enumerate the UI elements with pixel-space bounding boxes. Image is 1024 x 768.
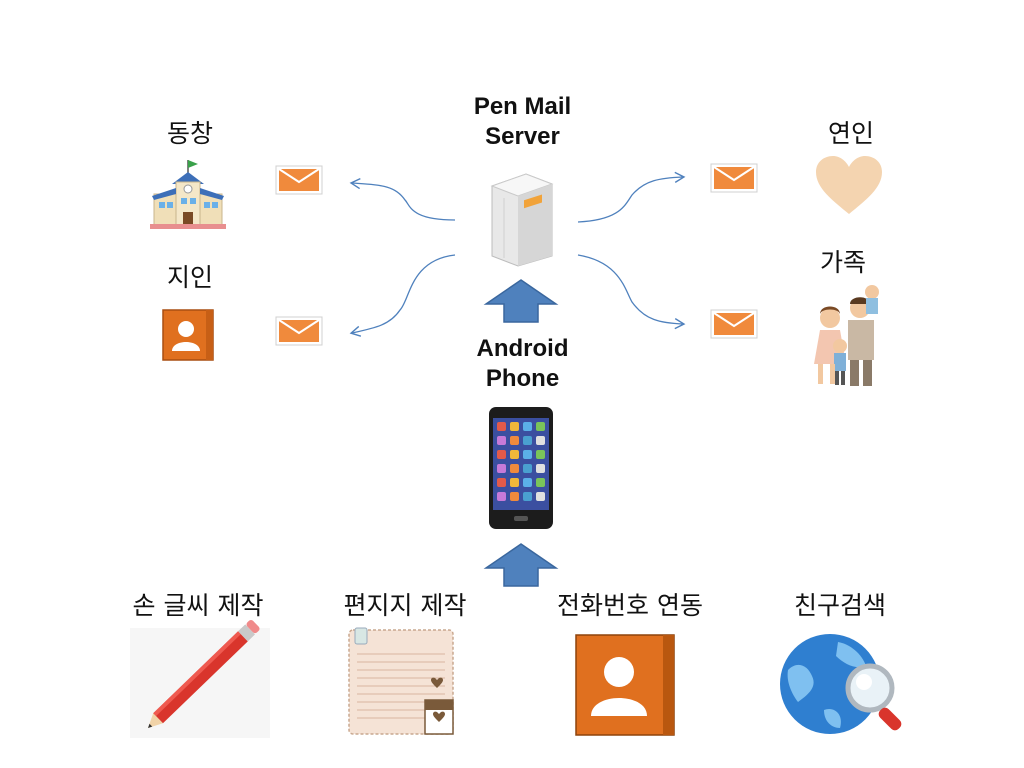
feature-label-stationery: 편지지 제작 <box>343 591 467 620</box>
app-tile-icon <box>523 492 532 501</box>
envelope-icon-classmates <box>275 165 323 195</box>
app-tile-icon <box>510 492 519 501</box>
app-tile-icon <box>523 422 532 431</box>
server-title-line1: Pen Mail <box>473 93 572 120</box>
envelope-icon-acquaintance <box>275 316 323 346</box>
app-tile-icon <box>510 450 519 459</box>
server-title: Pen Mail Server <box>440 92 605 152</box>
envelope-icon-lover <box>710 163 758 193</box>
app-tile-icon <box>497 422 506 431</box>
pencil-icon <box>130 620 270 738</box>
arrow-up-to-phone <box>483 543 559 587</box>
connector-to-lover <box>577 171 686 223</box>
recipient-label-family: 가족 <box>819 248 866 277</box>
connector-to-classmates <box>349 177 456 221</box>
connector-to-family <box>577 254 686 330</box>
android-phone-icon <box>489 407 553 529</box>
recipient-label-classmates: 동창 <box>166 119 213 148</box>
app-tile-icon <box>510 478 519 487</box>
phone-title-line2: Phone <box>485 365 560 392</box>
recipient-label-acquaintance: 지인 <box>166 263 213 292</box>
server-icon <box>490 173 554 267</box>
app-tile-icon <box>497 492 506 501</box>
feature-label-handwriting: 손 글씨 제작 <box>132 591 264 620</box>
app-tile-icon <box>536 436 545 445</box>
server-title-line2: Server <box>485 123 560 150</box>
connector-to-acquaintance <box>349 254 456 337</box>
heart-icon <box>816 156 882 214</box>
feature-label-friend-search: 친구검색 <box>793 591 886 620</box>
school-icon <box>150 160 226 229</box>
friend-search-icon <box>780 634 902 734</box>
app-tile-icon <box>497 436 506 445</box>
phone-title-line1: Android <box>476 335 569 362</box>
phonebook-icon <box>575 634 675 736</box>
app-tile-icon <box>536 478 545 487</box>
contact-icon <box>162 309 214 361</box>
app-tile-icon <box>523 450 532 459</box>
app-tile-icon <box>523 436 532 445</box>
app-tile-icon <box>536 450 545 459</box>
phone-title: Android Phone <box>440 334 605 394</box>
app-tile-icon <box>497 450 506 459</box>
envelope-icon-family <box>710 309 758 339</box>
recipient-label-lover: 연인 <box>827 119 874 148</box>
stationery-icon <box>348 627 454 735</box>
app-tile-icon <box>523 464 532 473</box>
arrow-up-to-server <box>483 279 559 323</box>
app-tile-icon <box>536 422 545 431</box>
app-tile-icon <box>510 436 519 445</box>
feature-label-phonebook: 전화번호 연동 <box>557 591 703 620</box>
app-tile-icon <box>510 464 519 473</box>
app-tile-icon <box>536 492 545 501</box>
app-tile-icon <box>497 478 506 487</box>
family-icon <box>808 280 888 388</box>
app-tile-icon <box>536 464 545 473</box>
app-tile-icon <box>510 422 519 431</box>
app-tile-icon <box>523 478 532 487</box>
app-tile-icon <box>497 464 506 473</box>
